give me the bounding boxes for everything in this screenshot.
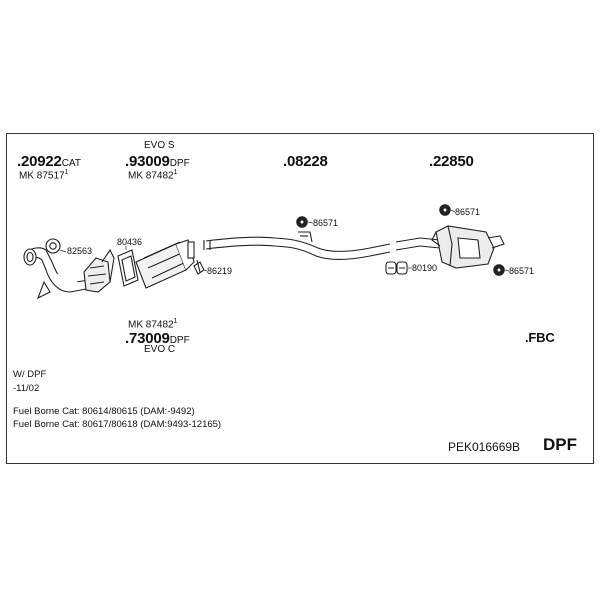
callout-82563: 82563: [67, 246, 93, 256]
part-73009-variant: EVO C: [144, 344, 176, 355]
callout-80436: 80436: [117, 237, 143, 247]
part-73009-suffix: DPF: [169, 335, 190, 346]
rubber-mount-80190-drawing: [385, 261, 408, 275]
part-20922-number: .20922: [17, 153, 62, 170]
part-20922-suffix: CAT: [61, 158, 81, 169]
note-line-3: Fuel Borne Cat: 80614/80615 (DAM:-9492): [13, 406, 195, 417]
note-line-2: -11/02: [13, 383, 40, 394]
callout-80190: 80190: [412, 263, 438, 273]
kit-code: PEK016669B: [448, 440, 521, 454]
hanger-86571-top-drawing: [439, 204, 451, 216]
front-pipe-catalyst-drawing: [23, 247, 115, 300]
part-93009-mk-text: MK 87482: [128, 170, 174, 182]
gasket-80436-drawing: [117, 249, 139, 287]
part-20922-mk: MK 875171: [19, 169, 69, 181]
part-93009-suffix: DPF: [169, 158, 190, 169]
intermediate-pipe-drawing: [203, 231, 391, 260]
dpf-unit-drawing: [135, 239, 195, 289]
part-73009-mk: MK 874821: [128, 318, 178, 330]
part-73009-number: .73009: [125, 330, 170, 347]
clamp-86219-drawing: [193, 259, 205, 275]
part-20922-mk-text: MK 87517: [19, 170, 65, 182]
part-93009-mk-sup: 1: [173, 169, 178, 176]
part-22850-number: .22850: [429, 153, 474, 170]
part-73009-mk-sup: 1: [173, 318, 178, 325]
part-93009: .93009DPF: [125, 154, 190, 169]
part-73009-mk-text: MK 87482: [128, 319, 174, 331]
diagram-frame: [6, 133, 594, 464]
hanger-86571-mid-drawing: [296, 216, 308, 228]
part-20922: .20922CAT: [17, 154, 81, 169]
callout-86571-mid: 86571: [313, 218, 339, 228]
callout-86219: 86219: [207, 266, 233, 276]
rear-silencer-drawing: [395, 225, 505, 269]
callout-86571-bottom: 86571: [509, 266, 535, 276]
part-93009-mk: MK 874821: [128, 169, 178, 181]
part-93009-variant: EVO S: [144, 140, 175, 151]
fbc-label: .FBC: [525, 330, 555, 345]
part-93009-number: .93009: [125, 153, 170, 170]
gasket-82563-drawing: [45, 238, 61, 254]
part-08228-number: .08228: [283, 153, 328, 170]
callout-86571-top: 86571: [455, 207, 481, 217]
kit-type-label: DPF: [543, 435, 577, 454]
part-20922-mk-sup: 1: [64, 169, 69, 176]
part-73009: .73009DPF: [125, 331, 190, 346]
note-line-4: Fuel Borne Cat: 80617/80618 (DAM:9493-12…: [13, 419, 222, 430]
hanger-86571-bottom-drawing: [493, 264, 505, 276]
note-line-1: W/ DPF: [13, 369, 47, 380]
